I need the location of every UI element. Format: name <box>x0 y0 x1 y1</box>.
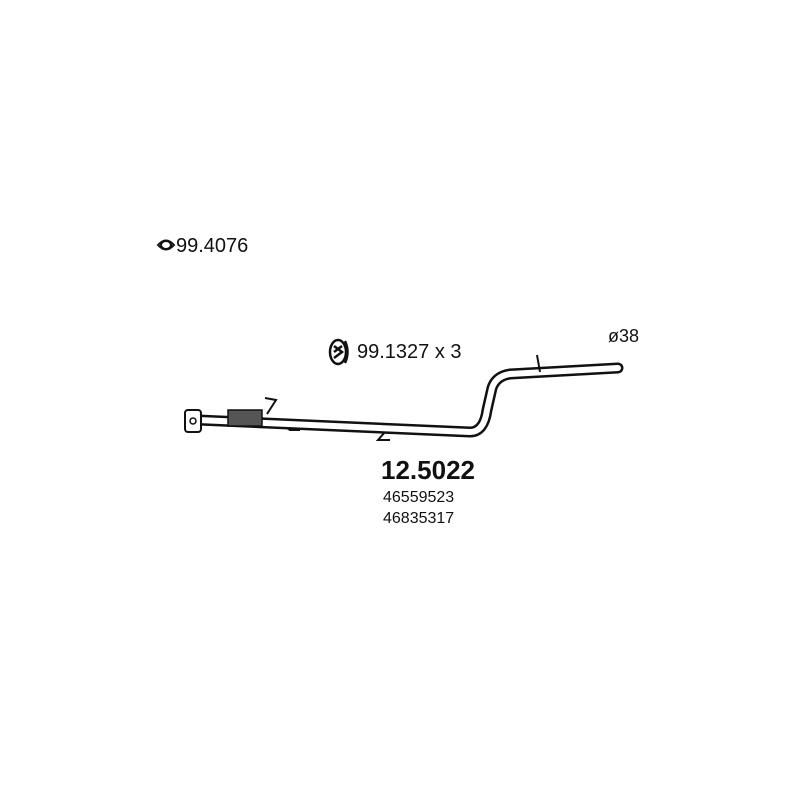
hanger-part-number: 99.1327 x 3 <box>357 341 462 363</box>
oem-number: 46559523 <box>383 489 455 506</box>
flange <box>184 409 202 433</box>
exhaust-pipe <box>184 354 624 441</box>
rubber-hanger-icon <box>328 338 349 366</box>
gasket-part-number: 99.4076 <box>176 235 249 257</box>
gasket-icon <box>156 239 176 251</box>
flex-section <box>227 409 263 427</box>
diameter-label: ø38 <box>608 326 640 346</box>
oem-number: 46835317 <box>383 510 455 527</box>
main-part-number: 12.5022 <box>381 455 475 485</box>
